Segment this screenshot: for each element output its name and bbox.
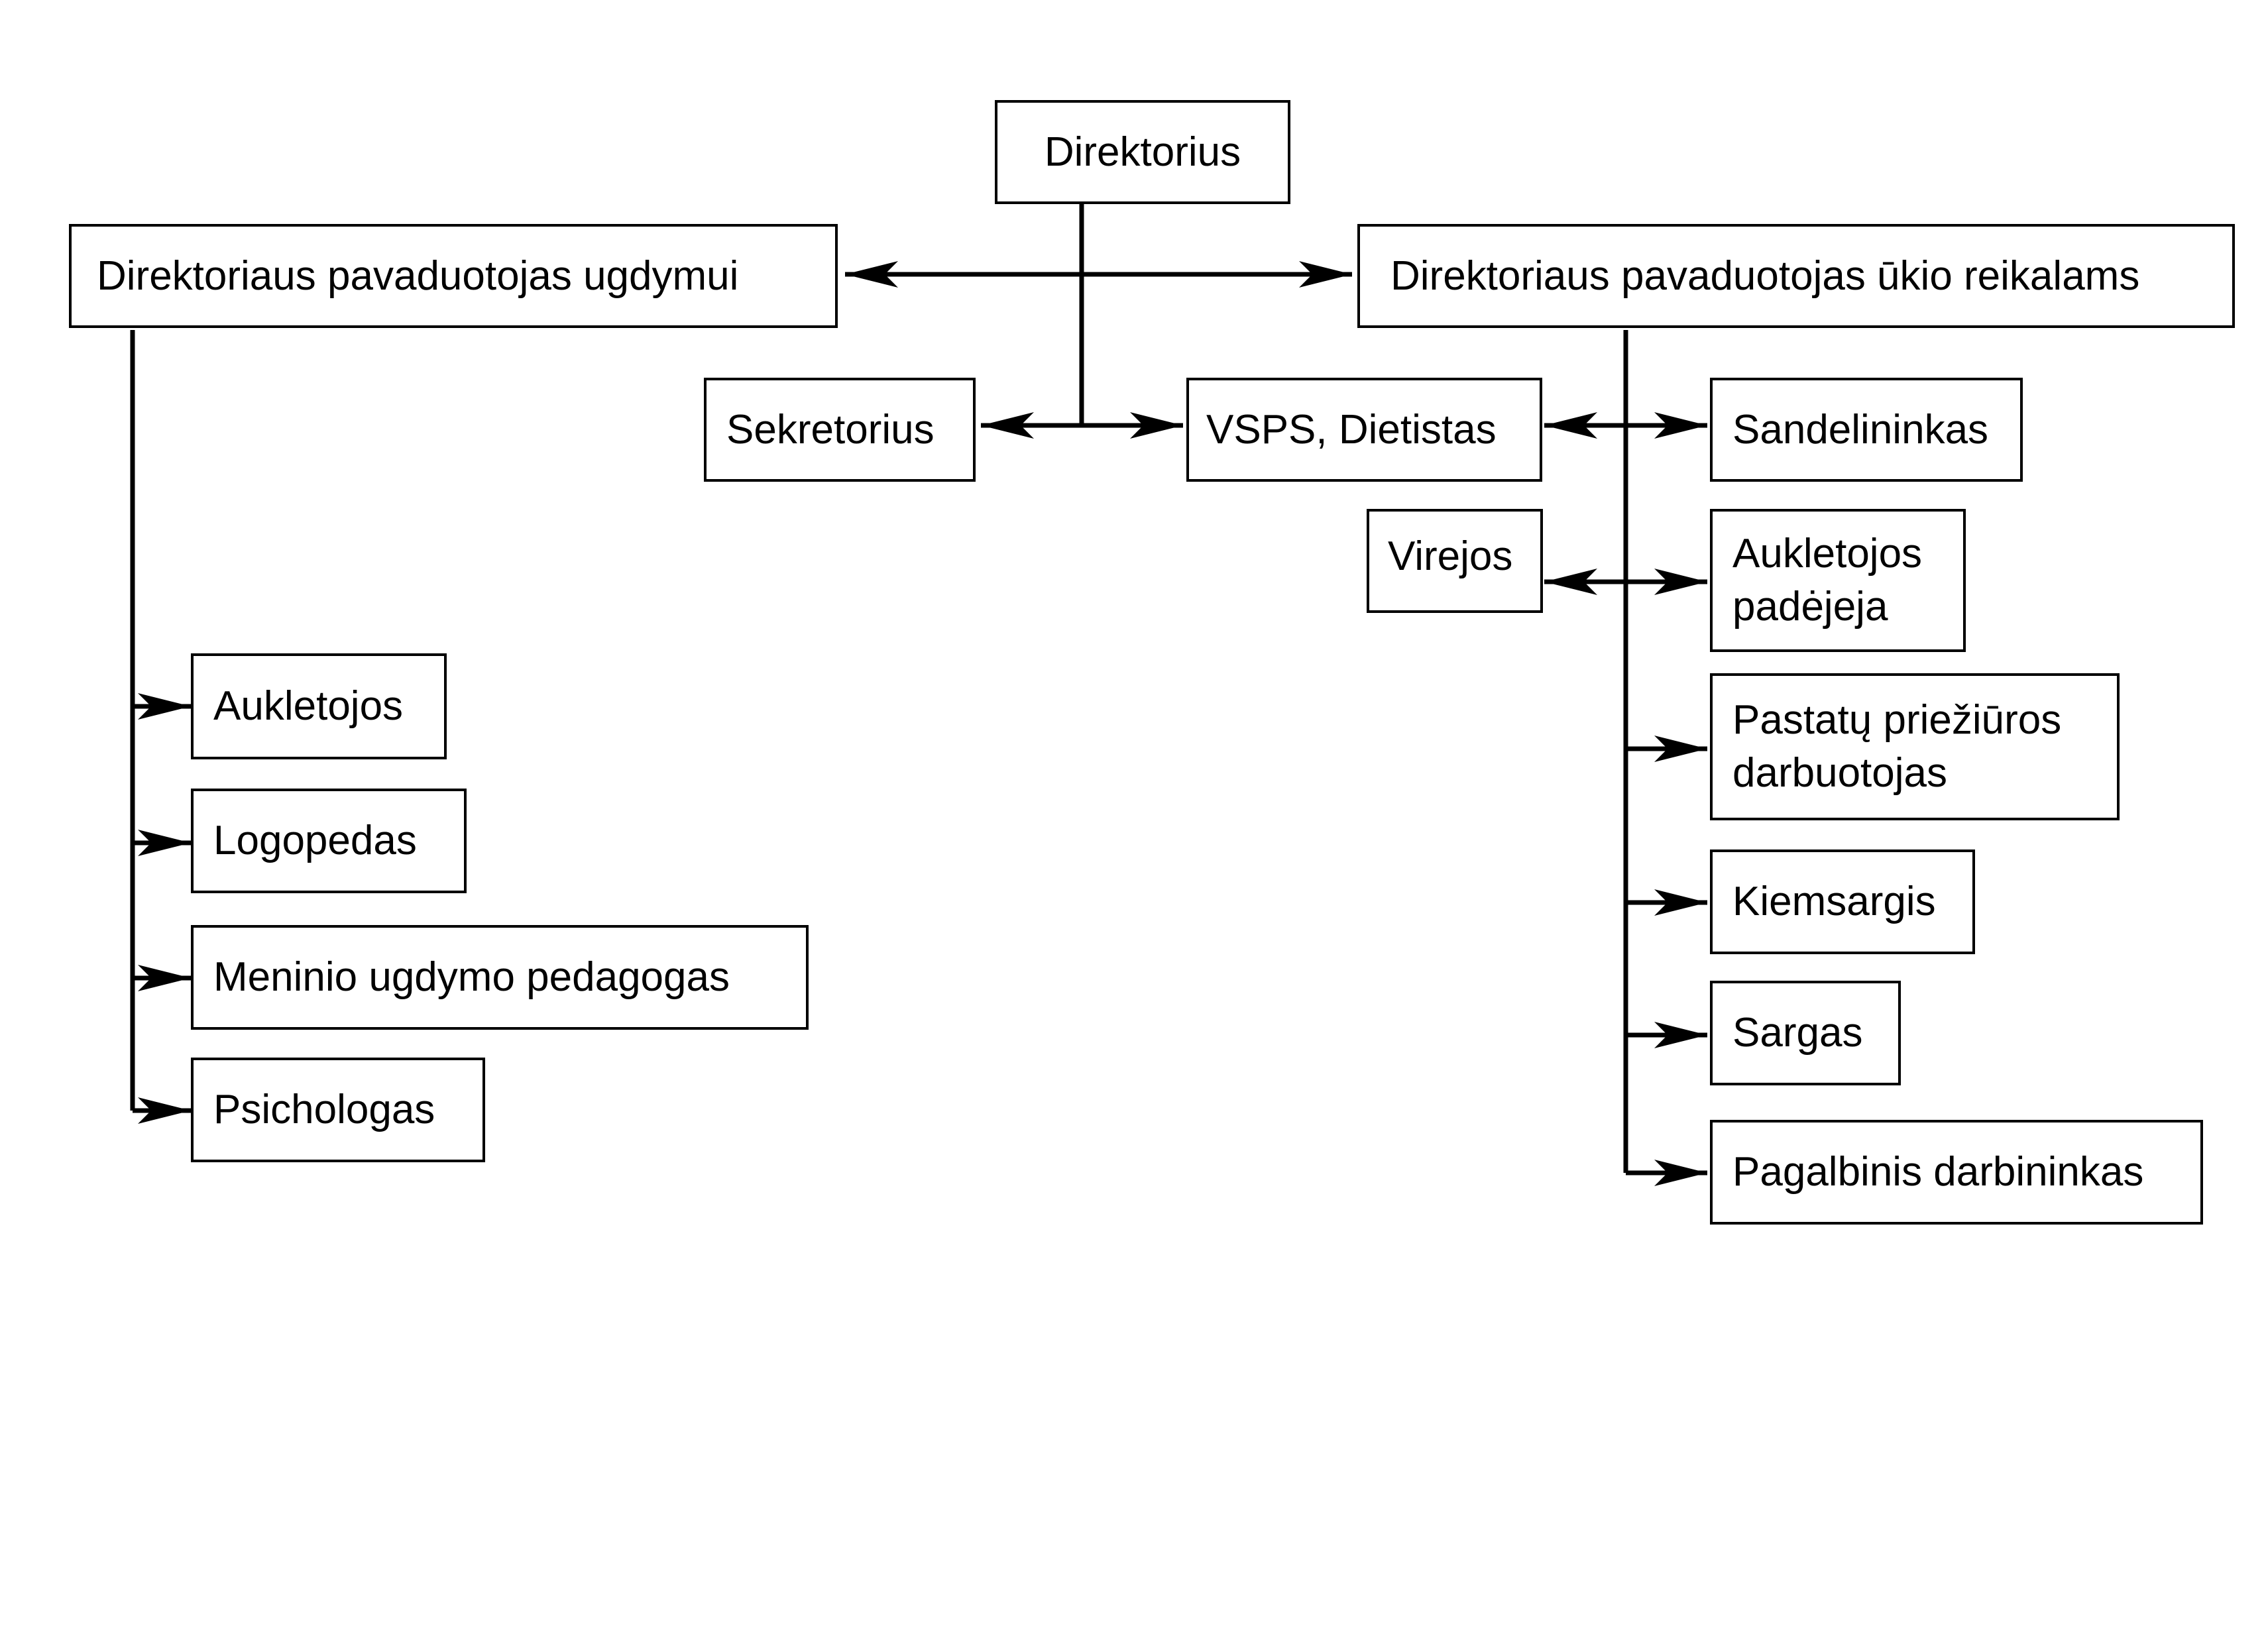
deputy-education-label: Direktoriaus pavaduotojas ugdymui [97, 252, 739, 299]
deputy-economy-label: Direktoriaus pavaduotojas ūkio reikalams [1390, 252, 2140, 299]
staff-aukletojos-label: Aukletojos [213, 683, 404, 729]
staff-padejeja-box: Aukletojos padėjeja [1710, 509, 1966, 652]
staff-meninio-box: Meninio ugdymo pedagogas [191, 925, 809, 1030]
staff-pagalbinis-box: Pagalbinis darbininkas [1710, 1120, 2203, 1225]
staff-pastatu-line1: Pastatų priežiūros [1732, 697, 2062, 743]
staff-padejeja-line2: padėjeja [1732, 584, 1888, 629]
staff-kiemsargis-label: Kiemsargis [1732, 879, 1936, 924]
secretary-box: Sekretorius [704, 378, 976, 482]
staff-pastatu-box: Pastatų priežiūros darbuotojas [1710, 673, 2120, 820]
staff-aukletojos-box: Aukletojos [191, 653, 447, 759]
staff-logopedas-box: Logopedas [191, 789, 467, 893]
staff-sandelininkas-label: Sandelininkas [1732, 406, 1989, 453]
staff-meninio-label: Meninio ugdymo pedagogas [213, 954, 730, 1000]
staff-padejeja-line1: Aukletojos [1732, 531, 1923, 576]
vsps-box: VSPS, Dietistas [1186, 378, 1542, 482]
director-label: Direktorius [1044, 129, 1241, 175]
staff-sargas-label: Sargas [1732, 1010, 1863, 1056]
staff-kiemsargis-box: Kiemsargis [1710, 849, 1975, 954]
staff-sargas-box: Sargas [1710, 981, 1901, 1085]
staff-psichologas-label: Psichologas [213, 1087, 435, 1132]
deputy-economy-box: Direktoriaus pavaduotojas ūkio reikalams [1357, 224, 2235, 328]
staff-logopedas-label: Logopedas [213, 818, 417, 863]
cooks-label: Virejos [1388, 533, 1513, 579]
deputy-education-box: Direktoriaus pavaduotojas ugdymui [69, 224, 838, 328]
staff-pastatu-line2: darbuotojas [1732, 750, 1948, 796]
staff-sandelininkas-box: Sandelininkas [1710, 378, 2023, 482]
secretary-label: Sekretorius [726, 406, 935, 453]
staff-pagalbinis-label: Pagalbinis darbininkas [1732, 1149, 2144, 1195]
cooks-box: Virejos [1367, 509, 1543, 613]
vsps-label: VSPS, Dietistas [1206, 406, 1497, 453]
staff-psichologas-box: Psichologas [191, 1058, 485, 1162]
director-box: Direktorius [995, 100, 1290, 204]
